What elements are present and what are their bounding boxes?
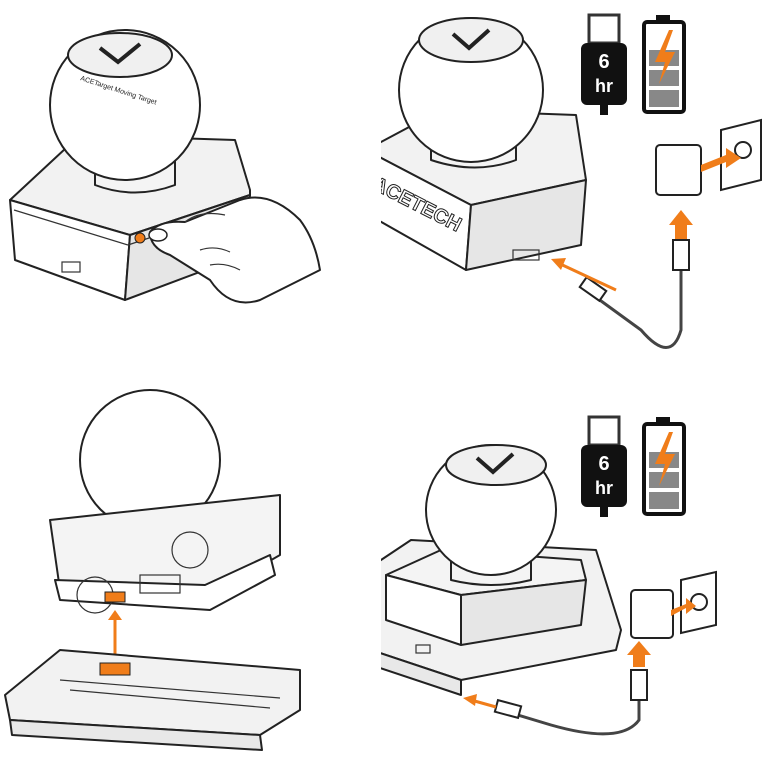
charge-time-unit: hr — [595, 76, 613, 96]
brand-chevron-icon — [98, 42, 142, 65]
track-rail — [4, 649, 301, 751]
usb-port — [415, 644, 431, 654]
usb-port — [512, 249, 540, 261]
usb-plug-icon: 6 hr — [581, 13, 627, 115]
battery-charging-icon — [642, 15, 686, 114]
ball-cap — [445, 444, 547, 486]
usb-cable — [500, 700, 641, 736]
wall-outlet-icon — [680, 570, 717, 635]
step-charge-panel: 6 hr ACETECH — [381, 0, 762, 380]
wall-outlet-icon — [720, 118, 762, 192]
finger-press-icon — [148, 196, 321, 304]
usb-c-connector — [493, 698, 523, 720]
ball-cap — [418, 17, 524, 63]
charge-illustration: 6 hr ACETECH — [381, 13, 762, 349]
usb-a-connector — [630, 669, 648, 701]
step-power-button-panel: ACETarget Moving Target — [0, 0, 381, 380]
track-connector — [99, 662, 131, 676]
power-adapter — [655, 144, 702, 196]
charge-time-unit: hr — [595, 478, 613, 498]
usb-c-connector — [578, 275, 608, 303]
usb-cable — [585, 270, 683, 349]
usb-port — [61, 261, 81, 273]
brand-chevron-icon — [475, 452, 515, 475]
track-charge-illustration: 6 hr — [381, 415, 717, 736]
device-body-flipped — [49, 494, 281, 614]
charge-time-value: 6 — [598, 51, 609, 73]
brand-chevron-icon — [451, 28, 491, 51]
device-press-illustration: ACETarget Moving Target — [9, 29, 321, 304]
power-adapter — [630, 589, 674, 639]
battery-charging-icon — [642, 417, 686, 516]
charge-time-value: 6 — [598, 453, 609, 475]
step-mount-panel — [0, 380, 381, 760]
usb-a-connector — [672, 239, 690, 271]
mount-illustration — [4, 389, 301, 751]
step-track-charge-panel: 6 hr — [381, 380, 762, 760]
ball-cap — [67, 32, 173, 78]
power-button[interactable] — [134, 232, 146, 244]
usb-plug-icon: 6 hr — [581, 415, 627, 517]
